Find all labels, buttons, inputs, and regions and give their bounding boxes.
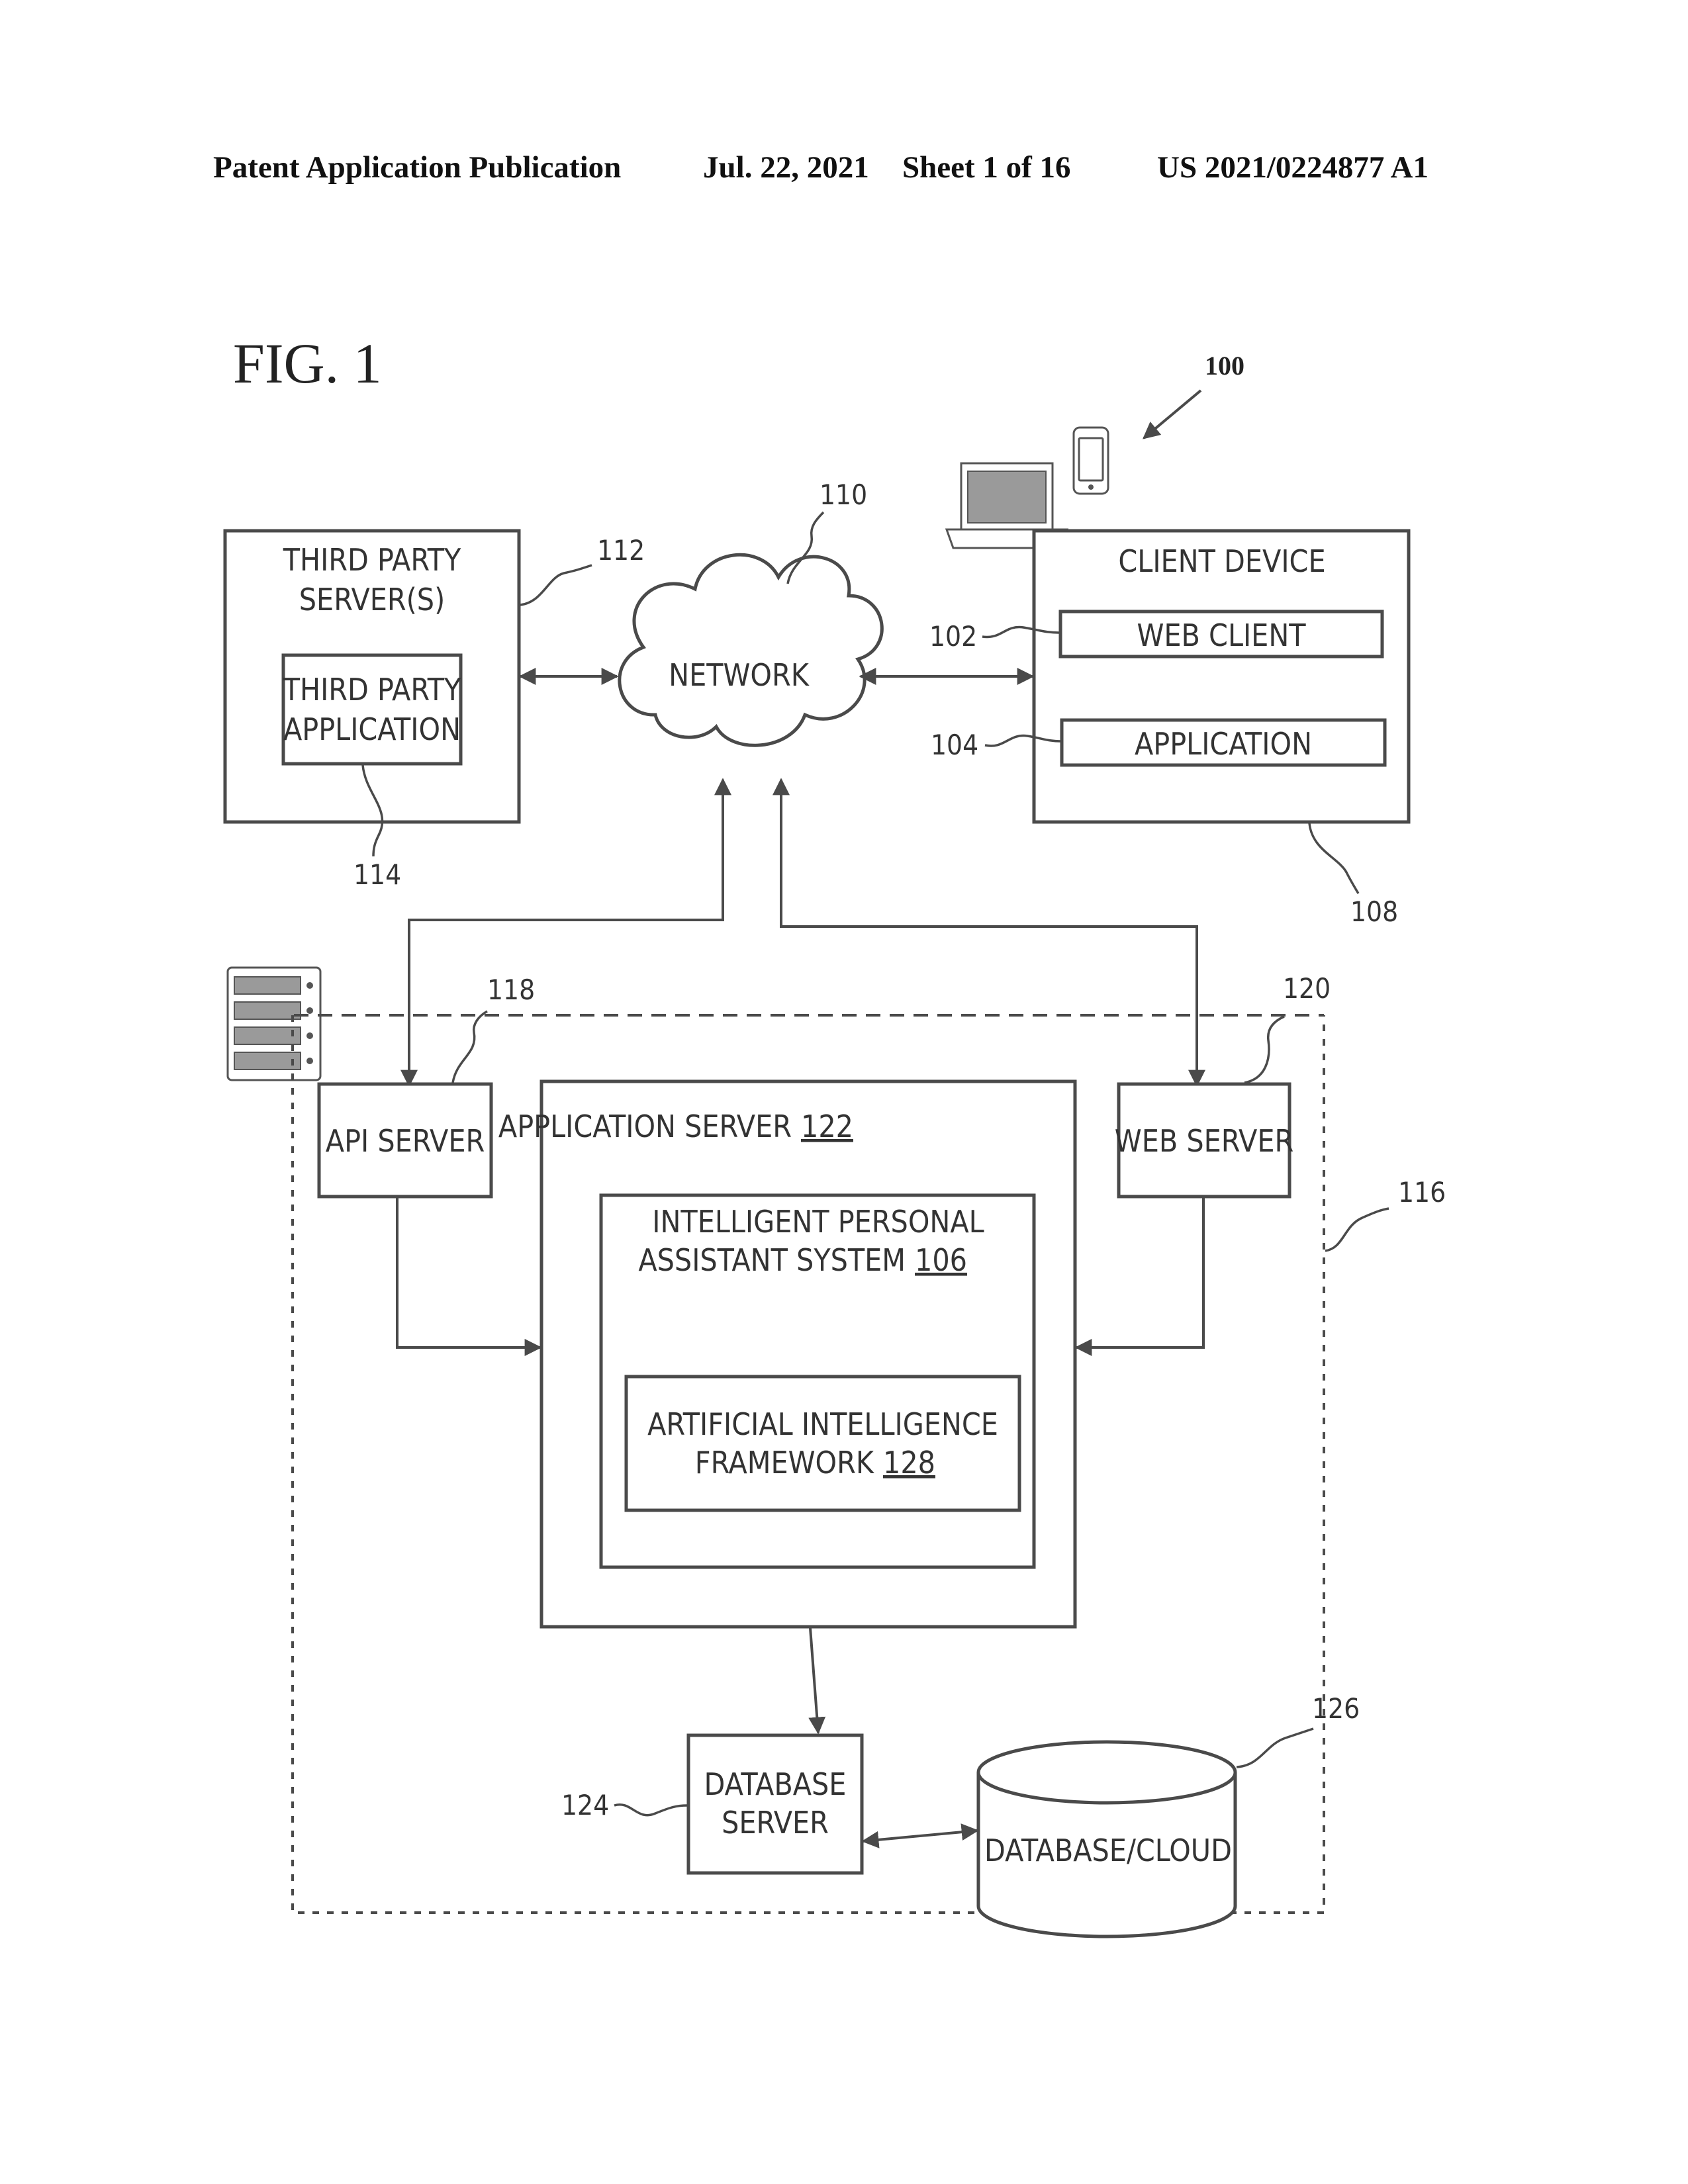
link-network-web-server	[781, 780, 1197, 1085]
link-app-server-database-server	[810, 1628, 818, 1733]
ref-116: 116	[1398, 1176, 1446, 1208]
web-server-label: WEB SERVER	[1115, 1123, 1293, 1159]
third-party-app-label-1: THIRD PARTY	[283, 672, 461, 707]
ref-112-leader	[520, 565, 592, 605]
application-label: APPLICATION	[1135, 726, 1312, 762]
application-box: APPLICATION	[1062, 720, 1385, 765]
ipa-system-num: 106	[915, 1242, 967, 1278]
link-api-server-app-server	[397, 1198, 540, 1347]
page-header: Patent Application Publication Jul. 22, …	[213, 150, 1429, 185]
api-server-box: API SERVER	[319, 1084, 491, 1197]
ref-108: 108	[1350, 895, 1398, 928]
application-server-label: APPLICATION SERVER	[498, 1109, 792, 1144]
web-client-label: WEB CLIENT	[1137, 617, 1306, 653]
ref-126: 126	[1312, 1692, 1360, 1725]
network-cloud: NETWORK	[620, 555, 882, 745]
ref-100: 100	[1205, 351, 1244, 381]
ref-124: 124	[561, 1789, 609, 1821]
server-rack-icon	[228, 968, 320, 1080]
ref-102: 102	[929, 620, 977, 653]
ref-110: 110	[820, 478, 867, 511]
publication-date: Jul. 22, 2021	[703, 150, 869, 185]
link-database-server-cloud	[863, 1831, 977, 1841]
ref-100-arrow	[1144, 390, 1201, 438]
ref-108-leader	[1309, 823, 1358, 893]
database-server-box: DATABASE SERVER	[688, 1735, 862, 1873]
ref-126-leader	[1237, 1729, 1313, 1767]
ref-118: 118	[487, 974, 535, 1006]
ai-framework-label-2: FRAMEWORK	[695, 1445, 875, 1480]
ref-104: 104	[931, 729, 978, 761]
publication-number: US 2021/0224877 A1	[1157, 150, 1429, 185]
sheet-number: Sheet 1 of 16	[902, 150, 1071, 185]
web-client-box: WEB CLIENT	[1060, 612, 1382, 657]
database-server-label-1: DATABASE	[704, 1766, 847, 1802]
ref-112: 112	[597, 534, 645, 567]
third-party-server-label-2: SERVER(S)	[299, 582, 445, 617]
ai-framework-box: ARTIFICIAL INTELLIGENCE FRAMEWORK 128	[626, 1377, 1019, 1510]
database-cloud-cylinder: DATABASE/CLOUD	[978, 1742, 1235, 1936]
ai-framework-label-1: ARTIFICIAL INTELLIGENCE	[647, 1406, 998, 1442]
ref-116-leader	[1325, 1208, 1389, 1251]
third-party-app-label-2: APPLICATION	[283, 711, 461, 747]
link-web-server-app-server	[1076, 1198, 1203, 1347]
application-server-num: 122	[801, 1109, 853, 1144]
third-party-server-label-1: THIRD PARTY	[283, 542, 461, 578]
database-server-label-2: SERVER	[722, 1805, 829, 1841]
ref-120-leader	[1244, 1017, 1284, 1083]
database-cloud-label: DATABASE/CLOUD	[984, 1833, 1232, 1868]
ipa-system-label-2: ASSISTANT SYSTEM	[638, 1242, 906, 1278]
client-device-box: CLIENT DEVICE	[1034, 531, 1409, 822]
link-network-api-server	[409, 780, 723, 1085]
ref-114: 114	[353, 858, 401, 891]
ipa-system-label-1: INTELLIGENT PERSONAL	[652, 1204, 984, 1240]
figure-title: FIG. 1	[233, 332, 382, 395]
ref-124-leader	[614, 1805, 687, 1815]
third-party-application-box: THIRD PARTY APPLICATION	[283, 655, 461, 764]
ref-118-leader	[453, 1011, 487, 1083]
phone-icon	[1074, 428, 1108, 494]
api-server-label: API SERVER	[326, 1123, 485, 1159]
web-server-box: WEB SERVER	[1115, 1084, 1293, 1197]
publication-label: Patent Application Publication	[213, 150, 621, 185]
ai-framework-num: 128	[883, 1445, 935, 1480]
network-label: NETWORK	[669, 657, 810, 693]
ref-120: 120	[1283, 972, 1331, 1005]
client-device-label: CLIENT DEVICE	[1118, 543, 1325, 579]
